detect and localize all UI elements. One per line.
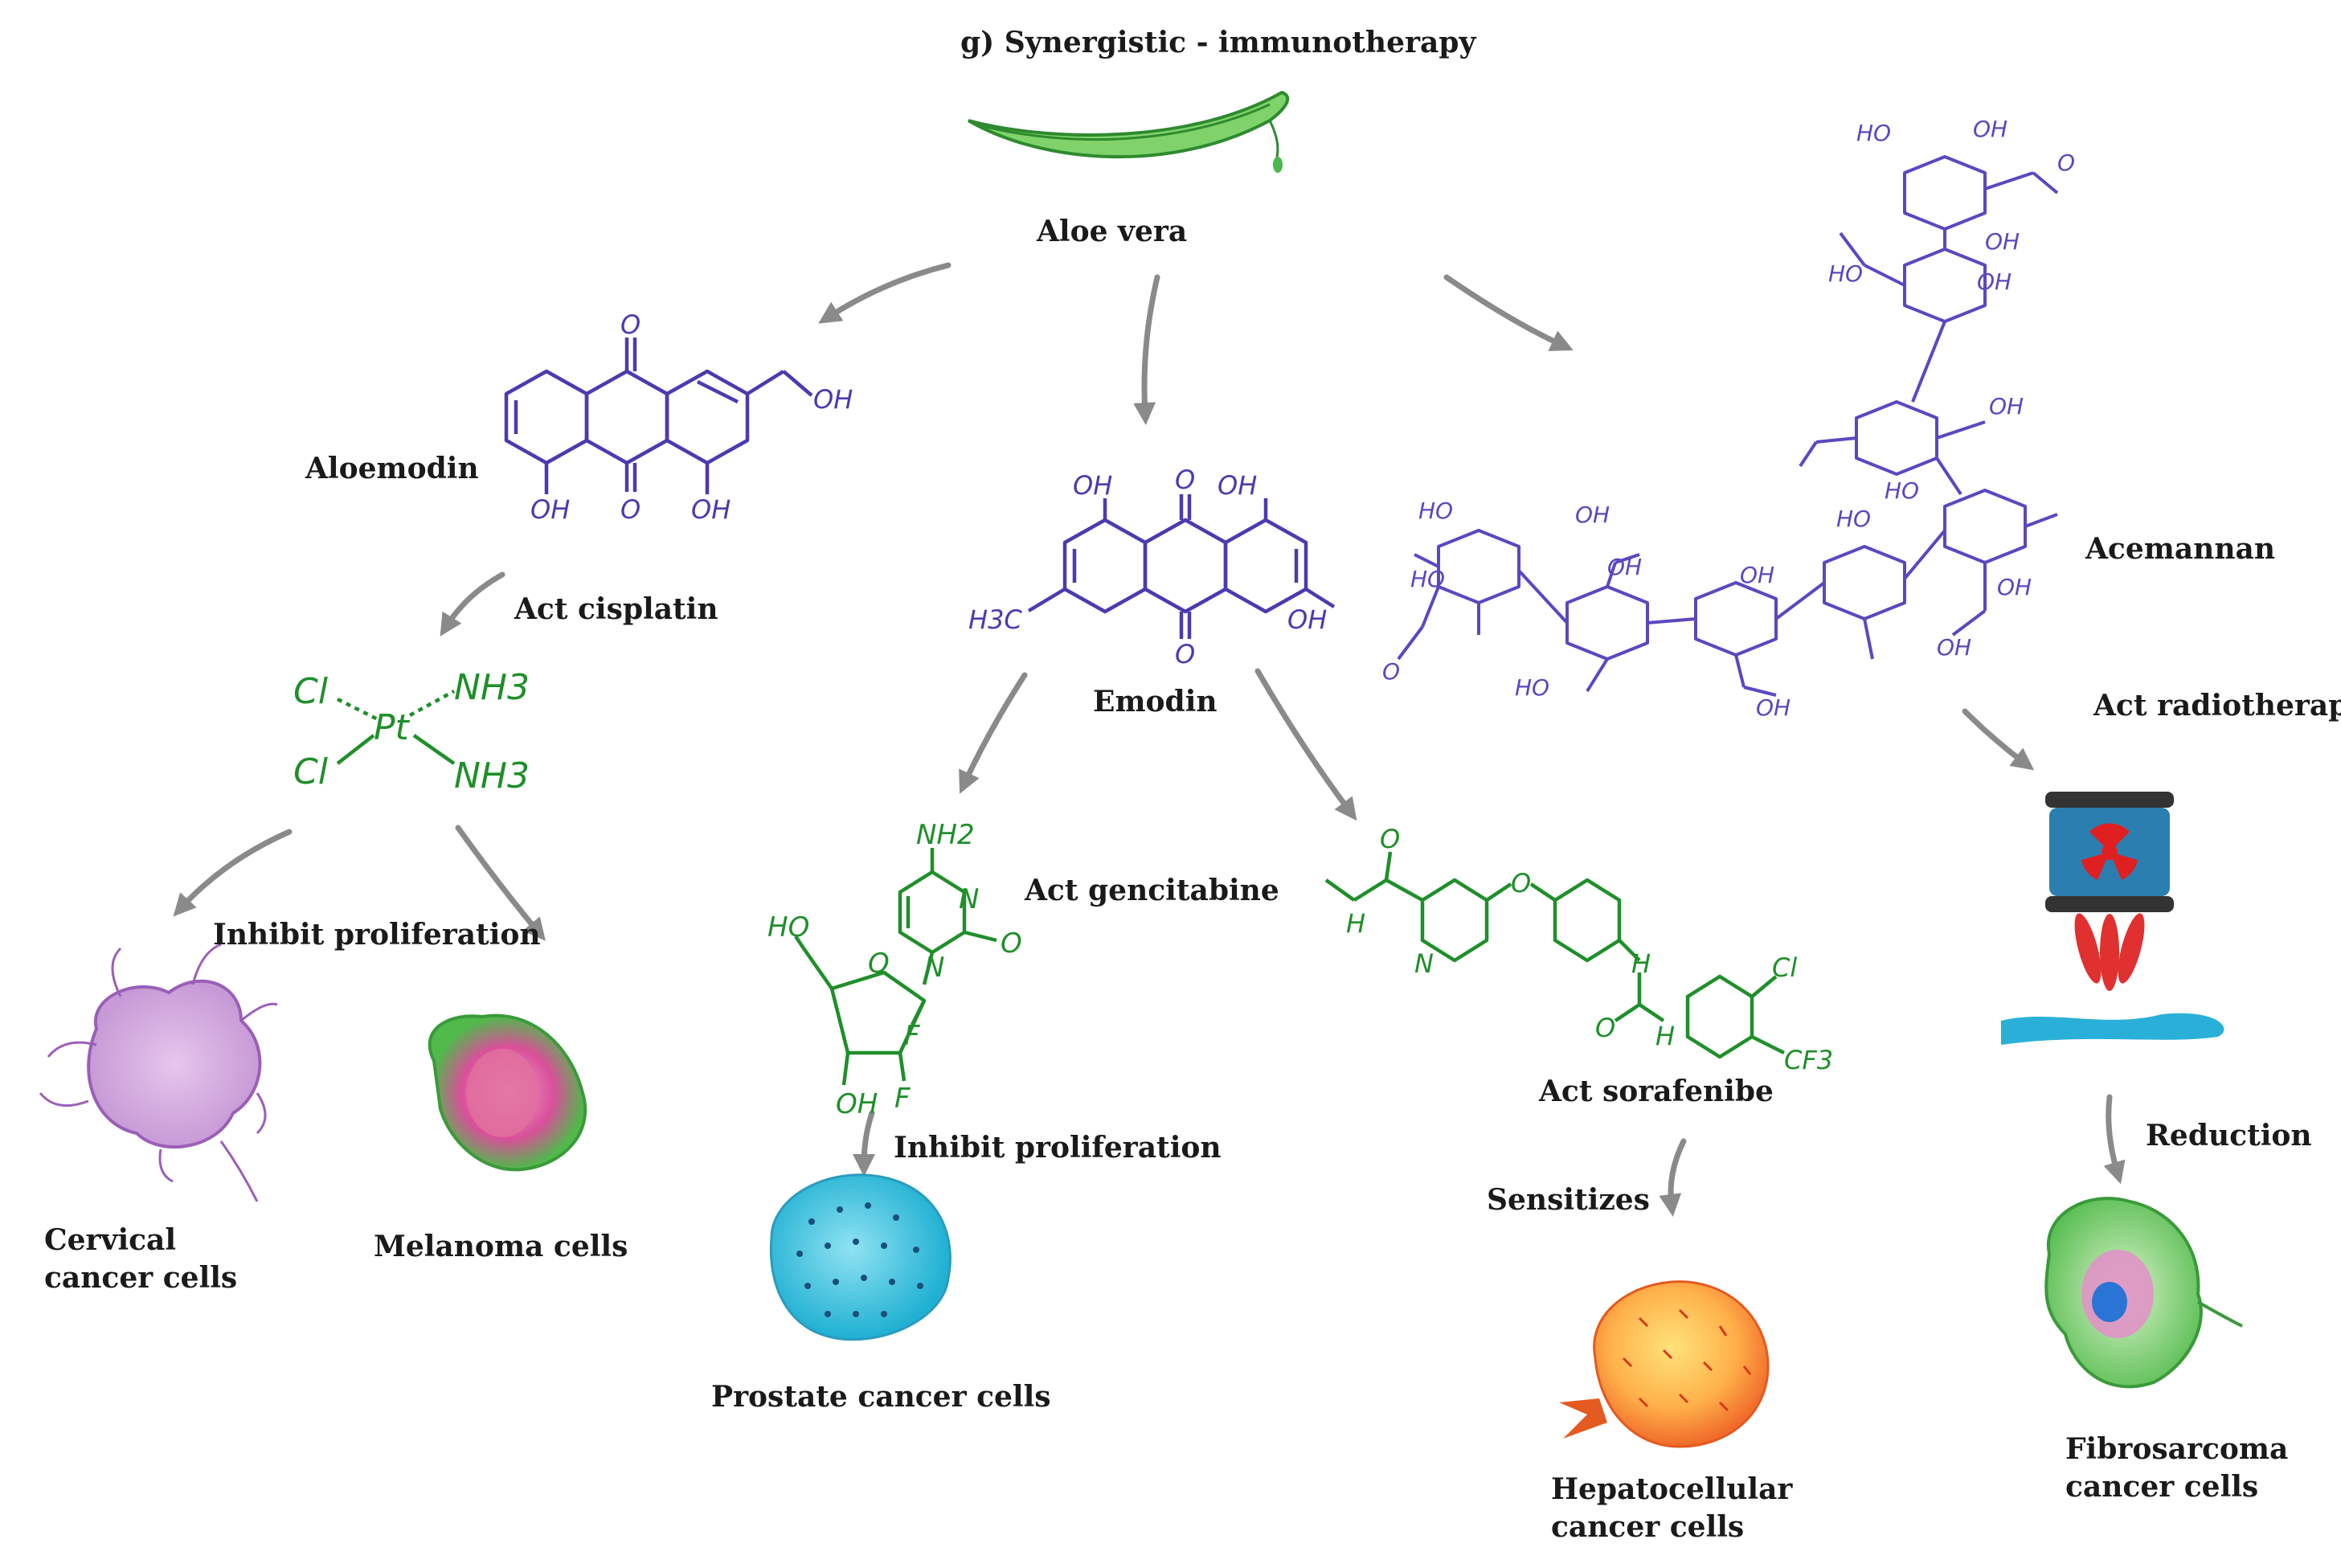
sorafenib-h-3: H [1655,1021,1675,1051]
label-aloemodin: Aloemodin [305,452,479,485]
emodin-oh-right: OH [1218,470,1257,501]
cisplatin-cl-top: Cl [293,671,329,712]
prostate-cancer-cell-icon [769,1173,952,1341]
label-fibrosarcoma-cancer-cells: Fibrosarcoma cancer cells [2065,1432,2289,1504]
arrow-aloe-to-emodin [1133,274,1160,425]
hepatocellular-cancer-cell-icon [1559,1280,1770,1448]
label-acemannan: Acemannan [2085,532,2276,566]
acemannan-oh-2: OH [1985,228,2020,255]
acemannan-ho-7: HO [1515,674,1549,701]
gemcitabine-nh2: NH2 [916,819,975,851]
aloemodin-oh-left: OH [530,494,570,525]
aloemodin-o-bottom: O [620,494,641,525]
emodin-oh-left: OH [1073,470,1112,501]
acemannan-ho-4: HO [1836,506,1871,532]
sorafenib-h-1: H [1346,908,1365,939]
acemannan-molecule [1397,155,2059,697]
label-cervical-cancer-cells: Cervical cancer cells [44,1223,238,1295]
label-prostate-cancer-cells: Prostate cancer cells [711,1380,1051,1414]
acemannan-oh-8: OH [1756,694,1791,721]
label-act-cisplatin: Act cisplatin [514,592,718,626]
prostate-cell-nuclei [796,1202,923,1317]
arrow-cisplatin-to-melanoma [455,825,546,941]
acemannan-ho-1: HO [1856,120,1891,146]
arrow-gencitabine-to-prostate [853,1110,876,1177]
sorafenib-h-2: H [1631,948,1651,979]
label-melanoma-cells: Melanoma cells [374,1230,628,1263]
arrow-reduction-to-fibrosarcoma [2103,1094,2126,1185]
cisplatin-molecule [336,690,456,765]
cisplatin-pt: Pt [374,707,411,748]
cisplatin-nh3-bottom: NH3 [454,755,530,796]
acemannan-oh-10: OH [1607,554,1642,580]
gemcitabine-o-ring: O [868,948,890,980]
emodin-oh-bottom: OH [1287,604,1327,635]
arrow-sorafenibe-to-hepatocellular [1659,1138,1687,1217]
sorafenib-n-ring: N [1414,948,1434,979]
sorafenib-o-2: O [1595,1013,1615,1043]
emodin-o-bottom: O [1175,639,1195,669]
sorafenib-cf3: CF3 [1784,1045,1833,1075]
acemannan-oh-7: OH [1740,562,1774,588]
gemcitabine-f-1: F [904,1020,920,1052]
arrow-aloe-to-acemannan [1443,274,1574,351]
acemannan-oh-9: OH [1575,502,1610,528]
label-hepatocellular-cancer-cells: Hepatocellular cancer cells [1551,1472,1793,1544]
acemannan-oh-6: OH [1937,634,1971,661]
fibrosarcoma-cancer-cell-icon [2044,1197,2243,1389]
label-inhibit-proliferation-1: Inhibit proliferation [213,918,541,952]
acemannan-oh-5: OH [1997,574,2032,600]
aloemodin-oh-mid: OH [691,494,731,525]
label-aloe-vera: Aloe vera [1037,215,1188,248]
acemannan-oh-4: OH [1989,393,2024,420]
emodin-h3c: H3C [968,604,1022,635]
label-sensitizes: Sensitizes [1487,1183,1650,1217]
aloe-vera-leaf-icon [967,90,1290,173]
sorafenib-molecule [1324,851,1786,1059]
acemannan-oh-3: OH [1977,268,2012,295]
acemannan-ho-2: HO [1828,260,1863,287]
arrow-emodin-to-gencitabine [959,672,1028,794]
acemannan-o-2: O [1382,658,1400,685]
gemcitabine-f-2: F [894,1083,911,1115]
sorafenib-o-1: O [1380,824,1400,854]
cisplatin-cl-bottom: Cl [293,751,329,792]
acemannan-oh-1: OH [1973,116,2007,142]
sorafenib-o-ether: O [1511,868,1531,899]
cisplatin-nh3-top: NH3 [454,667,530,708]
arrow-aloe-to-aloemodin [818,262,952,324]
gemcitabine-molecule [794,848,997,1086]
radiotherapy-device-icon [2001,792,2224,1045]
gemcitabine-oh: OH [836,1088,878,1120]
acemannan-o-1: O [2057,149,2075,176]
acemannan-ho-5: HO [1418,497,1453,524]
cervical-cancer-cell-icon [39,943,278,1202]
label-act-sorafenibe: Act sorafenibe [1539,1075,1774,1108]
emodin-o-top: O [1175,465,1195,495]
diagram-title: g) Synergistic - immunotherapy [960,26,1476,59]
aloemodin-molecule [504,338,813,494]
aloemodin-oh-right: OH [813,384,853,415]
aloemodin-o-top: O [620,309,641,340]
gemcitabine-ho: HO [767,911,809,944]
arrow-acemannan-to-radiotherapy [1962,708,2035,771]
acemannan-ho-6: HO [1410,566,1445,592]
label-reduction: Reduction [2146,1119,2312,1152]
arrow-cisplatin-to-cervical [173,829,293,917]
sorafenib-cl: Cl [1772,952,1797,983]
arrow-emodin-to-sorafenibe [1254,668,1357,821]
arrow-aloemodin-to-cisplatin [440,571,505,637]
label-act-gencitabine: Act gencitabine [1025,874,1279,907]
label-inhibit-proliferation-2: Inhibit proliferation [894,1131,1222,1165]
label-emodin: Emodin [1093,685,1218,718]
emodin-molecule [1027,494,1336,639]
label-act-radiotherapy: Act radiotherapy [2093,689,2341,723]
acemannan-ho-3: HO [1885,477,1919,504]
gemcitabine-n-1: N [959,883,979,915]
gemcitabine-o: O [1001,927,1022,960]
gemcitabine-n-2: N [924,952,944,984]
melanoma-cell-icon [428,1013,587,1172]
